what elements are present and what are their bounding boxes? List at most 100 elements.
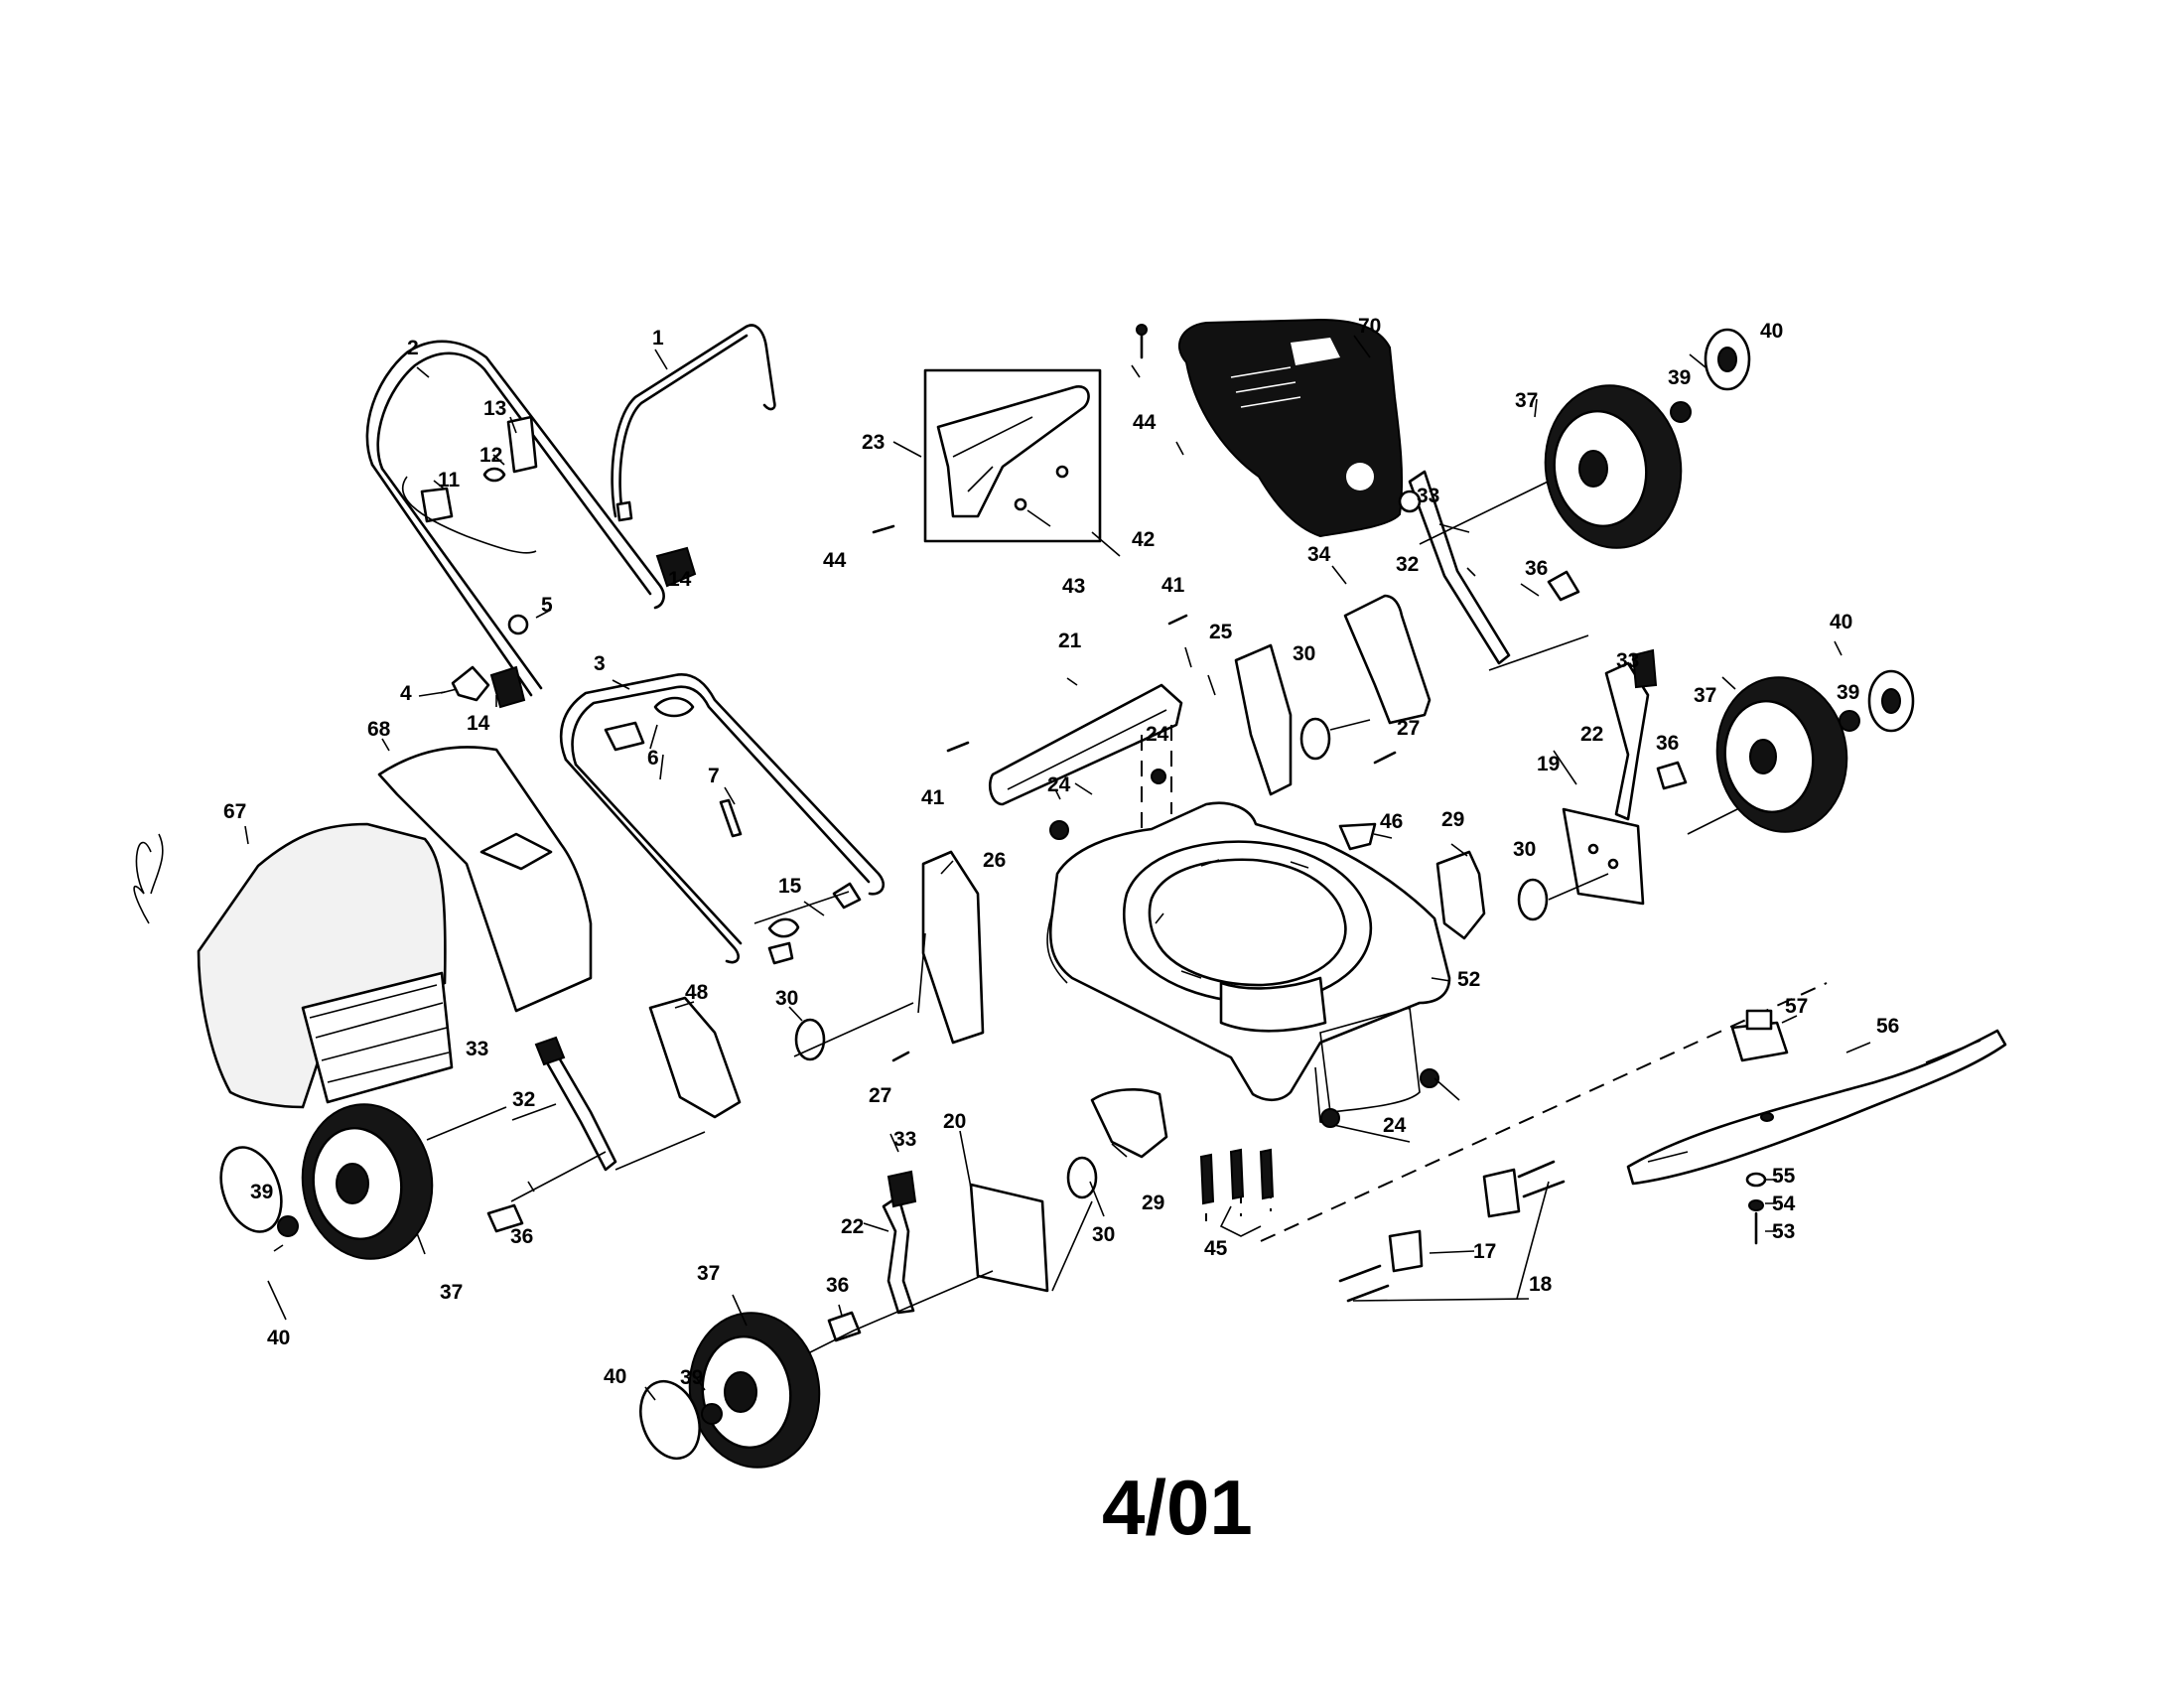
plug — [1338, 822, 1377, 851]
wheel-spacers — [794, 717, 1549, 1199]
bag-frame — [377, 746, 593, 1013]
callout-39: 39 — [1668, 366, 1691, 389]
callout-32: 32 — [1396, 553, 1419, 576]
callout-27b: 27 — [869, 1084, 891, 1107]
callout-14b: 14 — [467, 712, 490, 735]
wheel-front-upper — [1544, 384, 1683, 549]
control-bail — [611, 324, 776, 522]
callout-53: 53 — [1772, 1220, 1795, 1243]
wheel-rear-right — [688, 1312, 821, 1469]
callout-1: 1 — [652, 327, 664, 350]
callout-12: 12 — [479, 444, 502, 467]
callout-20: 20 — [943, 1110, 966, 1133]
callout-43: 43 — [1062, 575, 1085, 598]
callout-21: 21 — [1058, 630, 1082, 652]
callout-44b: 44 — [823, 549, 847, 572]
height-adjuster-brackets — [917, 643, 1293, 1045]
callout-22b: 22 — [841, 1215, 864, 1238]
deflector-assembly — [923, 368, 1102, 543]
callout-37b: 37 — [1694, 684, 1716, 707]
engine — [1177, 318, 1404, 538]
callout-44: 44 — [1133, 411, 1157, 434]
mulch-plug-left — [1090, 1088, 1168, 1159]
callout-36c: 36 — [510, 1225, 533, 1248]
callout-33: 33 — [1417, 485, 1439, 507]
callout-2: 2 — [407, 337, 419, 359]
upper-handle — [365, 340, 665, 697]
callout-25: 25 — [1209, 621, 1233, 643]
callout-24c: 24 — [1383, 1114, 1407, 1137]
callout-17: 17 — [1473, 1240, 1496, 1263]
blade — [1626, 1029, 2007, 1186]
callout-19: 19 — [1537, 753, 1560, 775]
callout-45: 45 — [1204, 1237, 1228, 1260]
callout-18: 18 — [1529, 1273, 1553, 1296]
wheel-front-lower — [1715, 676, 1848, 833]
callout-70: 70 — [1358, 315, 1381, 338]
callout-30d: 30 — [1092, 1223, 1115, 1246]
callout-24b: 24 — [1047, 773, 1071, 796]
callout-labels: 1 2 3 4 5 6 7 11 12 13 14 14 15 17 18 19… — [223, 315, 1899, 1389]
blade-adapter — [1730, 1009, 1789, 1062]
callout-67: 67 — [223, 800, 246, 823]
callout-24: 24 — [1146, 723, 1169, 746]
wheel-nuts — [277, 401, 1860, 1425]
blade-fasteners — [1745, 1172, 1767, 1245]
mulch-plug-right — [1435, 850, 1486, 940]
callout-34: 34 — [1307, 543, 1331, 566]
callout-68: 68 — [367, 718, 391, 741]
callout-3: 3 — [594, 652, 606, 675]
callout-27: 27 — [1397, 717, 1420, 740]
hubcaps — [219, 328, 1915, 1461]
baffles — [1338, 1160, 1566, 1303]
callout-40d: 40 — [604, 1365, 626, 1388]
assembly-lines — [426, 466, 1828, 1381]
callout-15: 15 — [778, 875, 802, 898]
rear-left-plate — [534, 996, 742, 1172]
callout-6: 6 — [647, 747, 659, 770]
revision-date: 4/01 — [1102, 1464, 1253, 1551]
callout-55: 55 — [1772, 1165, 1796, 1188]
callout-36: 36 — [1525, 557, 1548, 580]
axle-bolts — [486, 570, 1688, 1342]
callout-30: 30 — [1293, 642, 1315, 665]
callout-32b: 32 — [512, 1088, 535, 1111]
callout-37c: 37 — [440, 1281, 463, 1304]
rear-right-adjuster — [1343, 470, 1511, 725]
callout-7: 7 — [708, 765, 720, 787]
leader-lines — [244, 335, 1871, 1401]
callout-30c: 30 — [775, 987, 798, 1010]
callout-33c: 33 — [466, 1038, 488, 1060]
callout-11: 11 — [438, 469, 461, 491]
callout-22: 22 — [1580, 723, 1603, 746]
callout-56: 56 — [1876, 1015, 1899, 1038]
callout-40b: 40 — [1830, 611, 1852, 633]
callout-26: 26 — [983, 849, 1006, 872]
callout-41: 41 — [1161, 574, 1185, 597]
callout-36d: 36 — [826, 1274, 849, 1297]
grass-bag — [133, 822, 454, 1109]
handle-knob — [753, 882, 862, 965]
callout-37: 37 — [1515, 389, 1538, 412]
callout-30b: 30 — [1513, 838, 1536, 861]
mower-deck — [1046, 801, 1451, 1113]
callout-23: 23 — [862, 431, 885, 454]
callout-29b: 29 — [1142, 1192, 1164, 1214]
front-right-plate — [1562, 648, 1658, 906]
callout-4: 4 — [400, 682, 412, 705]
front-left-plate — [882, 1170, 1049, 1315]
callout-14: 14 — [668, 568, 692, 591]
deflector-hardware — [872, 324, 1148, 534]
small-hardware — [891, 614, 1439, 1205]
lower-handle — [559, 673, 886, 964]
callout-29: 29 — [1441, 808, 1464, 831]
callout-54: 54 — [1772, 1193, 1796, 1215]
callout-33d: 33 — [893, 1128, 916, 1151]
callout-57: 57 — [1785, 995, 1808, 1018]
callout-39d: 39 — [680, 1366, 703, 1389]
handle-hardware — [440, 546, 697, 709]
callout-39c: 39 — [250, 1181, 273, 1203]
callout-42: 42 — [1132, 528, 1155, 551]
callout-41b: 41 — [921, 786, 945, 809]
